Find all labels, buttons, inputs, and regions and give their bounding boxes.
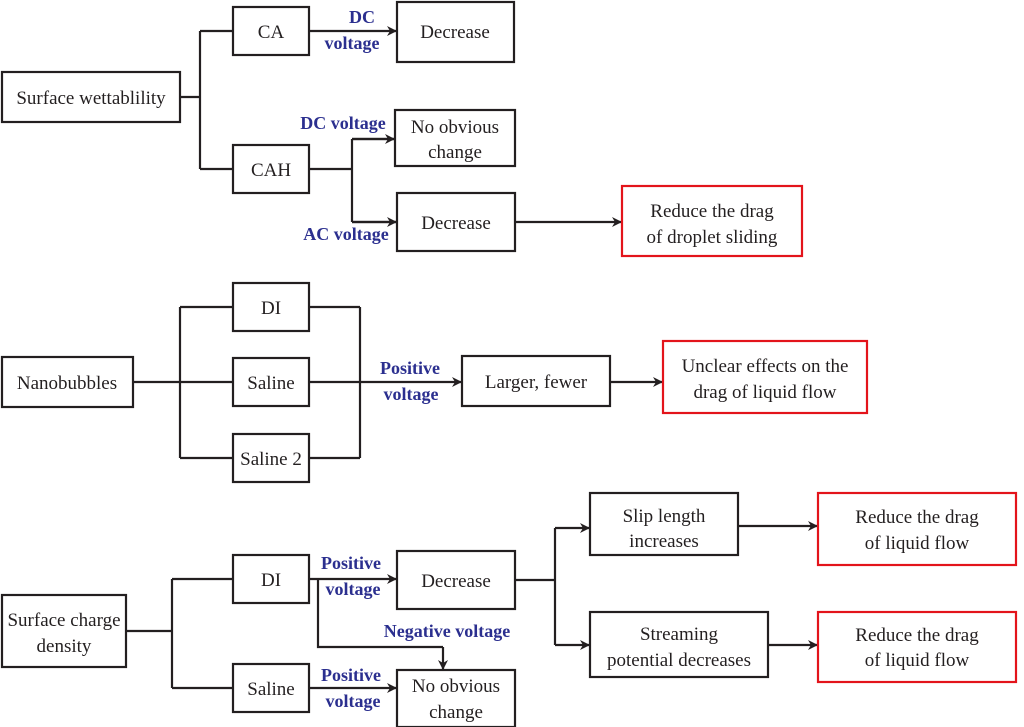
svg-text:drag of liquid flow: drag of liquid flow (693, 382, 836, 403)
svg-text:Decrease: Decrease (421, 213, 491, 234)
svg-text:Larger, fewer: Larger, fewer (485, 372, 588, 393)
label-positive: Positive (321, 665, 381, 685)
svg-text:Decrease: Decrease (420, 22, 490, 43)
node-droplet-outcome: Reduce the drag of droplet sliding (620, 184, 804, 258)
svg-text:Streaming: Streaming (640, 624, 719, 645)
connector (126, 528, 557, 690)
label-positive: Positive (321, 553, 381, 573)
node-nb-saline-2: Saline 2 (231, 432, 311, 484)
label-negative-voltage: Negative voltage (384, 621, 510, 641)
node-nb-saline: Saline (231, 356, 311, 408)
node-streaming-potential: Streaming potential decreases (588, 610, 770, 679)
node-outcome-b: Reduce the drag of liquid flow (816, 610, 1018, 684)
svg-text:change: change (429, 702, 483, 723)
node-sc-no-change: No obvious change (395, 668, 517, 727)
svg-text:No obvious: No obvious (411, 117, 499, 138)
svg-text:of liquid flow: of liquid flow (865, 650, 970, 671)
node-nanobubbles: Nanobubbles (0, 355, 135, 409)
svg-text:of liquid flow: of liquid flow (865, 533, 970, 554)
svg-text:Saline 2: Saline 2 (240, 449, 302, 470)
node-outcome-a: Reduce the drag of liquid flow (816, 491, 1018, 567)
node-slip-length: Slip length increases (588, 491, 740, 557)
svg-text:increases: increases (629, 531, 699, 552)
section-surface-charge-density: Surface charge density DI Saline Decrease… (0, 491, 1018, 727)
svg-text:No obvious: No obvious (412, 676, 500, 697)
node-surface-charge-density: Surface charge density (0, 593, 128, 669)
label-voltage: voltage (326, 691, 381, 711)
svg-text:Slip length: Slip length (623, 506, 706, 527)
connector (180, 29, 233, 171)
node-larger-fewer: Larger, fewer (460, 354, 612, 408)
node-surface-wettability: Surface wettablility (0, 70, 182, 124)
svg-text:Surface wettablility: Surface wettablility (16, 88, 166, 109)
node-sc-decrease: Decrease (395, 549, 517, 611)
node-cah: CAH (231, 143, 311, 195)
label-positive: Positive (380, 358, 440, 378)
label-voltage: voltage (326, 579, 381, 599)
svg-text:Saline: Saline (247, 373, 295, 394)
svg-text:Unclear effects on the: Unclear effects on the (682, 356, 849, 377)
section-nanobubbles: Nanobubbles DI Saline Saline 2 Larger, f… (0, 281, 869, 484)
label-dc-voltage: DC voltage (300, 113, 385, 133)
svg-text:Surface charge: Surface charge (7, 610, 120, 631)
svg-text:DI: DI (261, 298, 281, 319)
svg-text:density: density (37, 636, 92, 657)
svg-text:Reduce the drag: Reduce the drag (650, 201, 774, 222)
label-dc: DC (349, 7, 375, 27)
svg-text:Reduce the drag: Reduce the drag (855, 507, 979, 528)
label-voltage: voltage (325, 33, 380, 53)
svg-text:change: change (428, 142, 482, 163)
svg-text:Saline: Saline (247, 679, 295, 700)
svg-text:Nanobubbles: Nanobubbles (17, 373, 117, 394)
svg-text:DI: DI (261, 570, 281, 591)
node-cah-decrease: Decrease (395, 191, 517, 253)
node-nb-di: DI (231, 281, 311, 333)
node-ca: CA (231, 5, 311, 57)
section-surface-wettability: Surface wettablility CA CAH Decrease No … (0, 0, 804, 258)
svg-text:Decrease: Decrease (421, 571, 491, 592)
node-nb-outcome: Unclear effects on the drag of liquid flo… (661, 339, 869, 415)
label-ac-voltage: AC voltage (303, 224, 388, 244)
node-cah-no-change: No obvious change (393, 108, 517, 168)
node-ca-decrease: Decrease (395, 0, 516, 64)
node-sc-di: DI (231, 553, 311, 605)
svg-text:potential decreases: potential decreases (607, 650, 751, 671)
label-voltage: voltage (384, 384, 439, 404)
node-sc-saline: Saline (231, 662, 311, 714)
svg-text:of droplet sliding: of droplet sliding (647, 227, 778, 248)
svg-text:Reduce the drag: Reduce the drag (855, 625, 979, 646)
svg-text:CA: CA (258, 22, 285, 43)
svg-text:CAH: CAH (251, 160, 291, 181)
